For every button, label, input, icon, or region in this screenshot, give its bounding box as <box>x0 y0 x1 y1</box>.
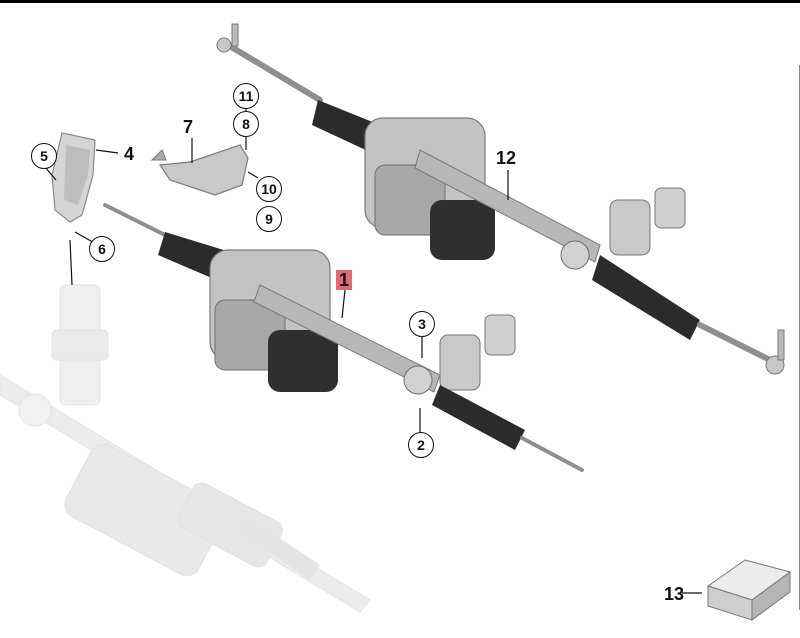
part-cover-4 <box>51 132 96 223</box>
callout-7[interactable]: 7 <box>183 117 194 137</box>
lower-steering-rack-1 <box>103 203 584 472</box>
callout-5[interactable]: 5 <box>31 143 57 169</box>
ghost-steering-assembly <box>0 284 371 613</box>
upper-steering-rack-12 <box>216 23 785 375</box>
callout-4[interactable]: 4 <box>124 144 135 164</box>
callout-8[interactable]: 8 <box>233 111 259 137</box>
leader-line-6 <box>69 239 73 286</box>
callout-11[interactable]: 11 <box>233 83 259 109</box>
callout-1[interactable]: 1 <box>336 270 353 290</box>
callout-9[interactable]: 9 <box>256 206 282 232</box>
callout-3[interactable]: 3 <box>409 311 435 337</box>
callout-13[interactable]: 13 <box>664 584 685 604</box>
callout-6[interactable]: 6 <box>89 236 115 262</box>
leader-lines <box>44 108 702 594</box>
callout-2[interactable]: 2 <box>408 432 434 458</box>
callout-10[interactable]: 10 <box>256 176 282 202</box>
part-bracket-7 <box>150 144 249 196</box>
callout-12[interactable]: 12 <box>496 148 517 168</box>
part-box-13 <box>706 559 792 621</box>
